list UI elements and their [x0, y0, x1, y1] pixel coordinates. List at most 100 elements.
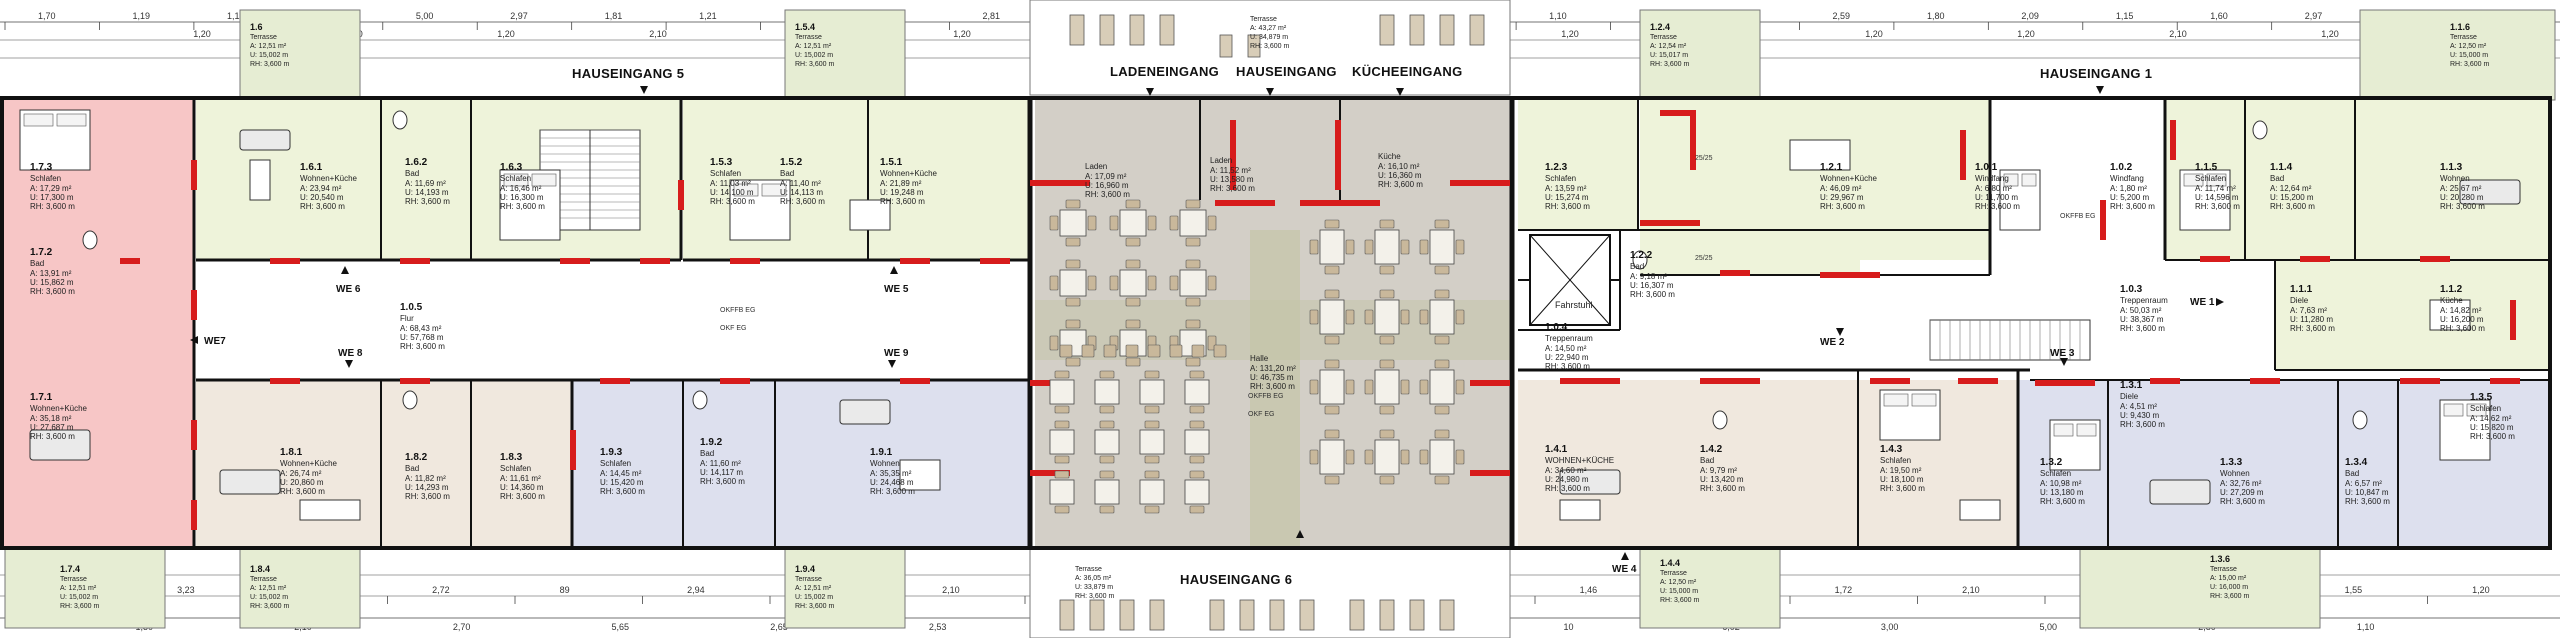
svg-text:Schlafen: Schlafen — [500, 464, 531, 473]
svg-text:Laden: Laden — [1210, 156, 1232, 165]
svg-text:A: 12,50 m²: A: 12,50 m² — [1660, 579, 1697, 586]
svg-text:A: 6,80 m²: A: 6,80 m² — [1975, 184, 2012, 193]
svg-text:Bad: Bad — [1700, 456, 1714, 465]
svg-text:Wohnen+Küche: Wohnen+Küche — [1820, 174, 1878, 183]
svg-text:RH: 3,600 m: RH: 3,600 m — [1075, 593, 1114, 600]
svg-text:1.5.3: 1.5.3 — [710, 157, 733, 168]
svg-text:Wohnen+Küche: Wohnen+Küche — [880, 169, 938, 178]
svg-text:Diele: Diele — [2120, 392, 2139, 401]
svg-text:1.9.1: 1.9.1 — [870, 447, 893, 458]
svg-text:RH: 3,600 m: RH: 3,600 m — [300, 202, 345, 211]
svg-text:Terrasse: Terrasse — [1660, 570, 1687, 577]
svg-text:Wohnen: Wohnen — [2220, 469, 2250, 478]
svg-text:U: 16,960 m: U: 16,960 m — [1085, 181, 1129, 190]
svg-text:RH: 3,600 m: RH: 3,600 m — [1250, 382, 1295, 391]
svg-text:U: 18,100 m: U: 18,100 m — [1880, 475, 1924, 484]
svg-text:Windfang: Windfang — [1975, 174, 2009, 183]
apartment-furniture — [19, 109, 2521, 521]
dimension-label: 1,18 — [227, 11, 245, 21]
dimension-label: 10 — [1564, 622, 1574, 632]
svg-text:A: 11,82 m²: A: 11,82 m² — [405, 474, 446, 483]
svg-text:Wohnen+Küche: Wohnen+Küche — [280, 459, 338, 468]
svg-text:A: 14,45 m²: A: 14,45 m² — [600, 469, 642, 478]
svg-text:RH: 3,600 m: RH: 3,600 m — [1545, 484, 1590, 493]
svg-text:U: 14,100 m: U: 14,100 m — [710, 188, 754, 197]
svg-text:Windfang: Windfang — [2110, 174, 2144, 183]
svg-text:U: 15,017 m: U: 15,017 m — [1650, 52, 1688, 59]
entrance-arrows — [640, 86, 2104, 538]
svg-text:U: 15,820 m: U: 15,820 m — [2470, 423, 2514, 432]
dimension-label: 2,53 — [929, 622, 947, 632]
svg-text:U: 27,209 m: U: 27,209 m — [2220, 488, 2264, 497]
svg-text:A: 7,63 m²: A: 7,63 m² — [2290, 306, 2327, 315]
svg-text:U: 27,687 m: U: 27,687 m — [30, 423, 74, 432]
svg-text:U: 15,420 m: U: 15,420 m — [600, 478, 644, 487]
svg-text:A: 35,35 m²: A: 35,35 m² — [870, 469, 912, 478]
svg-text:1.3.2: 1.3.2 — [2040, 457, 2063, 468]
svg-text:RH: 3,600 m: RH: 3,600 m — [2270, 202, 2315, 211]
svg-text:RH: 3,600 m: RH: 3,600 m — [700, 477, 745, 486]
svg-text:A: 10,98 m²: A: 10,98 m² — [2040, 479, 2082, 488]
unit-label-we3: WE 3 — [2050, 348, 2075, 359]
dimension-label: 1,21 — [699, 11, 717, 21]
svg-text:A: 11,61 m²: A: 11,61 m² — [500, 474, 541, 483]
svg-text:1.2.3: 1.2.3 — [1545, 162, 1568, 173]
svg-text:1.4.3: 1.4.3 — [1880, 444, 1903, 455]
svg-text:U: 16,200 m: U: 16,200 m — [2440, 315, 2484, 324]
unit-label-we7: WE7 — [204, 336, 226, 347]
svg-text:1.0.3: 1.0.3 — [2120, 284, 2143, 295]
svg-text:RH: 3,600 m: RH: 3,600 m — [1650, 61, 1689, 68]
svg-text:Bad: Bad — [405, 464, 419, 473]
svg-text:A: 12,51 m²: A: 12,51 m² — [250, 43, 287, 50]
svg-text:U: 11,700 m: U: 11,700 m — [1975, 193, 2018, 202]
svg-text:1.6.3: 1.6.3 — [500, 162, 523, 173]
svg-text:A: 131,20 m²: A: 131,20 m² — [1250, 364, 1296, 373]
walls — [192, 98, 2548, 548]
svg-text:Terrasse: Terrasse — [250, 576, 277, 583]
svg-text:Terrasse: Terrasse — [1650, 34, 1677, 41]
terraces-top — [239, 0, 2556, 101]
svg-text:A: 12,54 m²: A: 12,54 m² — [1650, 43, 1687, 50]
svg-text:A: 9,79 m²: A: 9,79 m² — [1700, 466, 1737, 475]
dimension-label: 2,10 — [942, 585, 960, 595]
svg-text:RH: 3,600 m: RH: 3,600 m — [2470, 432, 2515, 441]
svg-text:Diele: Diele — [2290, 296, 2309, 305]
svg-text:RH: 3,600 m: RH: 3,600 m — [2345, 497, 2390, 506]
dimension-label: 1,46 — [1580, 585, 1598, 595]
unit-label-we8: WE 8 — [338, 348, 363, 359]
slope-note-1: 25/25 — [1695, 155, 1713, 162]
svg-text:U: 15,862 m: U: 15,862 m — [30, 278, 74, 287]
dimension-label: 1,81 — [605, 11, 623, 21]
svg-text:1.7.1: 1.7.1 — [30, 392, 53, 403]
dimension-label: 2,10 — [2169, 29, 2187, 39]
dimension-label: 1,10 — [1549, 11, 1567, 21]
svg-text:A: 12,64 m²: A: 12,64 m² — [2270, 184, 2312, 193]
floor-level-note-left-2: OKF EG — [720, 325, 746, 332]
svg-text:RH: 3,600 m: RH: 3,600 m — [1820, 202, 1865, 211]
floor-level-note-right: OKFFB EG — [2060, 213, 2095, 220]
svg-text:1.4.4: 1.4.4 — [1660, 558, 1680, 568]
dimension-label: 3,23 — [177, 585, 195, 595]
svg-text:RH: 3,600 m: RH: 3,600 m — [405, 492, 450, 501]
svg-text:U: 15,002 m: U: 15,002 m — [250, 52, 288, 59]
svg-text:RH: 3,600 m: RH: 3,600 m — [795, 61, 834, 68]
svg-text:Wohnen+Küche: Wohnen+Küche — [30, 404, 88, 413]
svg-text:U: 57,768 m: U: 57,768 m — [400, 333, 444, 342]
entrance-label-kueche: KÜCHEEINGANG — [1352, 64, 1463, 79]
svg-text:U: 19,248 m: U: 19,248 m — [880, 188, 924, 197]
